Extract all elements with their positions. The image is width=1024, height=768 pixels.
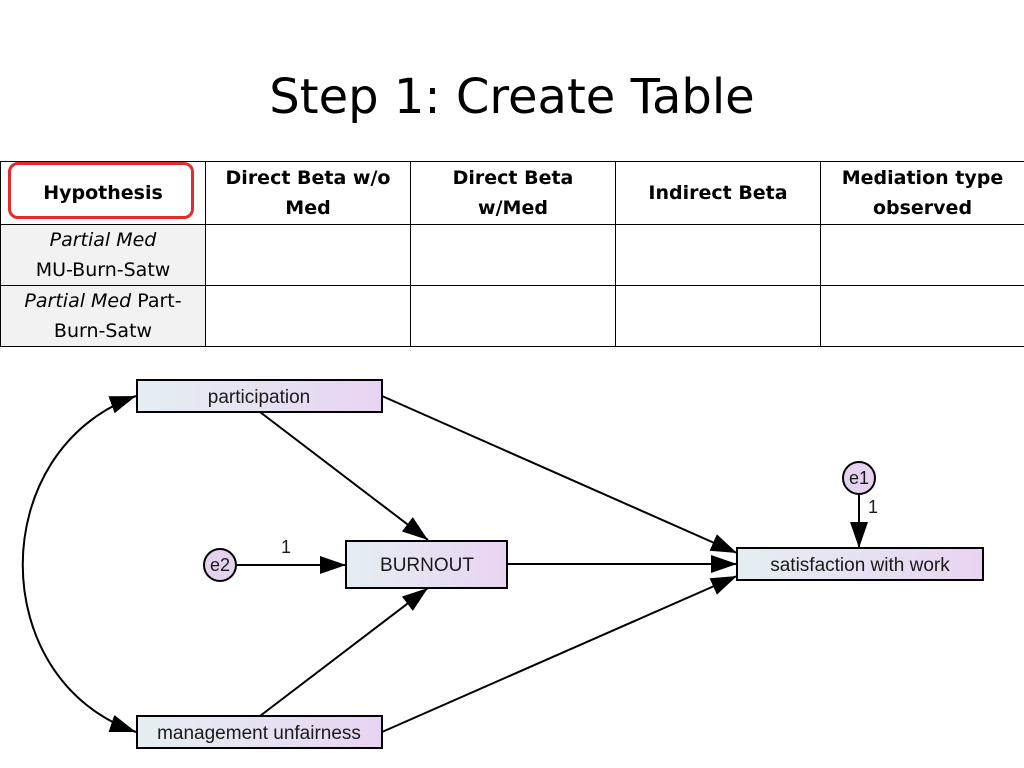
slide-title: Step 1: Create Table bbox=[269, 69, 755, 125]
variable-burnout[interactable]: BURNOUT bbox=[345, 540, 508, 589]
direct-beta-without-med-cell[interactable] bbox=[205, 224, 411, 286]
hypothesis-path: MU-Burn-Satw bbox=[35, 259, 171, 281]
hypothesis-type: Partial Med bbox=[24, 290, 132, 312]
path-participation-to-burnout bbox=[259, 411, 429, 541]
header-label-line: w/Med bbox=[478, 197, 548, 219]
indirect-beta-cell[interactable] bbox=[615, 285, 821, 347]
hypothesis-cell: Partial Med Part-Burn-Satw bbox=[0, 285, 206, 347]
variable-management-unfairness[interactable]: management unfairness bbox=[136, 715, 383, 749]
header-mediation-type: Mediation type observed bbox=[820, 161, 1024, 225]
variable-participation[interactable]: participation bbox=[136, 379, 383, 413]
header-label-line: Indirect Beta bbox=[648, 182, 788, 204]
error-label: e1 bbox=[849, 468, 869, 488]
direct-beta-without-med-cell[interactable] bbox=[205, 285, 411, 347]
hypothesis-type: Partial Med bbox=[49, 229, 157, 251]
covariance-arrow bbox=[21, 395, 137, 733]
variable-label: participation bbox=[208, 387, 310, 408]
variable-satisfaction-with-work[interactable]: satisfaction with work bbox=[736, 547, 984, 581]
table-row: Partial Med Part-Burn-Satw bbox=[0, 285, 1024, 347]
path-management-to-burnout bbox=[259, 587, 429, 717]
path-participation-to-satisfaction bbox=[381, 395, 738, 554]
header-direct-beta-without-med: Direct Beta w/o Med bbox=[205, 161, 411, 225]
hypothesis-cell: Partial Med MU-Burn-Satw bbox=[0, 224, 206, 286]
header-label-line: Mediation type bbox=[841, 167, 1004, 189]
header-hypothesis-label: Hypothesis bbox=[43, 182, 163, 204]
direct-beta-with-med-cell[interactable] bbox=[410, 224, 616, 286]
error-e1[interactable]: e1 bbox=[842, 461, 876, 495]
variable-label: BURNOUT bbox=[380, 555, 474, 576]
path-management-to-satisfaction bbox=[381, 575, 738, 733]
variable-label: management unfairness bbox=[157, 723, 361, 744]
header-indirect-beta: Indirect Beta bbox=[615, 161, 821, 225]
indirect-beta-cell[interactable] bbox=[615, 224, 821, 286]
hypothesis-table: Hypothesis Direct Beta w/o Med Direct Be… bbox=[0, 161, 1024, 347]
coefficient-e1-path: 1 bbox=[868, 497, 878, 517]
direct-beta-with-med-cell[interactable] bbox=[410, 285, 616, 347]
mediation-type-cell[interactable] bbox=[820, 285, 1024, 347]
header-hypothesis: Hypothesis bbox=[0, 161, 206, 225]
error-e2[interactable]: e2 bbox=[203, 548, 237, 582]
coefficient-e2-path: 1 bbox=[281, 537, 291, 557]
header-label-line: Direct Beta w/o bbox=[225, 167, 391, 189]
header-label-line: Med bbox=[285, 197, 331, 219]
header-direct-beta-with-med: Direct Beta w/Med bbox=[410, 161, 616, 225]
hypothesis-path: Part-Burn-Satw bbox=[53, 290, 182, 342]
variable-label: satisfaction with work bbox=[770, 555, 950, 576]
mediation-type-cell[interactable] bbox=[820, 224, 1024, 286]
table-header-row: Hypothesis Direct Beta w/o Med Direct Be… bbox=[0, 161, 1024, 225]
error-label: e2 bbox=[210, 555, 230, 575]
table-row: Partial Med MU-Burn-Satw bbox=[0, 224, 1024, 286]
header-label-line: Direct Beta bbox=[452, 167, 574, 189]
header-label-line: observed bbox=[872, 197, 973, 219]
